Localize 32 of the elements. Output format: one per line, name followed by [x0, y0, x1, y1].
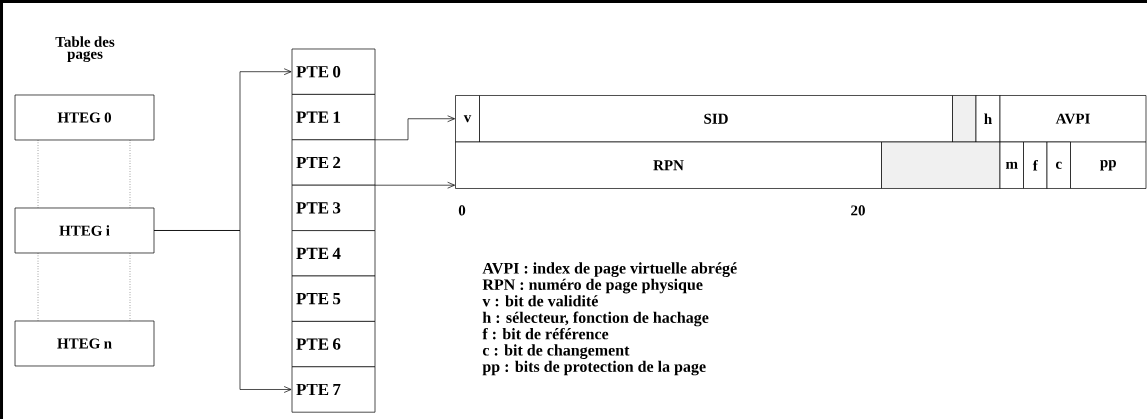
definition-text: RPN : numéro de page physique: [482, 278, 703, 294]
table-heading: Table des pages: [55, 36, 115, 63]
field-cell: m: [999, 141, 1024, 189]
field-cell: f: [1023, 141, 1048, 189]
pte-cell: PTE 7: [291, 366, 376, 413]
pte-cell: PTE 5: [291, 275, 376, 322]
pte-cell: PTE 0: [291, 48, 376, 95]
pte-cell: PTE 6: [291, 321, 376, 368]
field-cell: v: [455, 95, 480, 143]
field-cell: c: [1046, 141, 1071, 189]
hteg-box: HTEG n: [14, 320, 155, 367]
arrow: [374, 181, 455, 189]
definition-text: h : sélecteur, fonction de hachage: [482, 311, 709, 327]
definition-text: f : bit de référence: [482, 327, 609, 340]
field-cell: h: [975, 95, 1001, 143]
pte-cell: PTE 3: [291, 184, 376, 231]
bit-position: 0: [458, 205, 466, 216]
definition-text: v : bit de validité: [482, 295, 598, 307]
definition-text: AVPI : index de page virtuelle abrégé: [482, 262, 737, 277]
pte-cell: PTE 4: [291, 230, 376, 277]
arrow: [153, 230, 292, 393]
pte-cell: PTE 2: [291, 139, 376, 186]
node-label: pp: [1100, 160, 1116, 171]
node-label: AVPI: [1055, 113, 1090, 124]
arrow: [374, 115, 455, 141]
hteg-box: HTEG i: [14, 207, 155, 254]
shaded-cell: [952, 95, 977, 143]
definition-text: c : bit de changement: [482, 344, 630, 359]
bit-position: 20: [851, 205, 865, 216]
definition-text: pp : bits de protection de la page: [482, 360, 706, 376]
pte-cell: PTE 1: [291, 94, 376, 141]
hteg-box: HTEG 0: [14, 94, 155, 141]
